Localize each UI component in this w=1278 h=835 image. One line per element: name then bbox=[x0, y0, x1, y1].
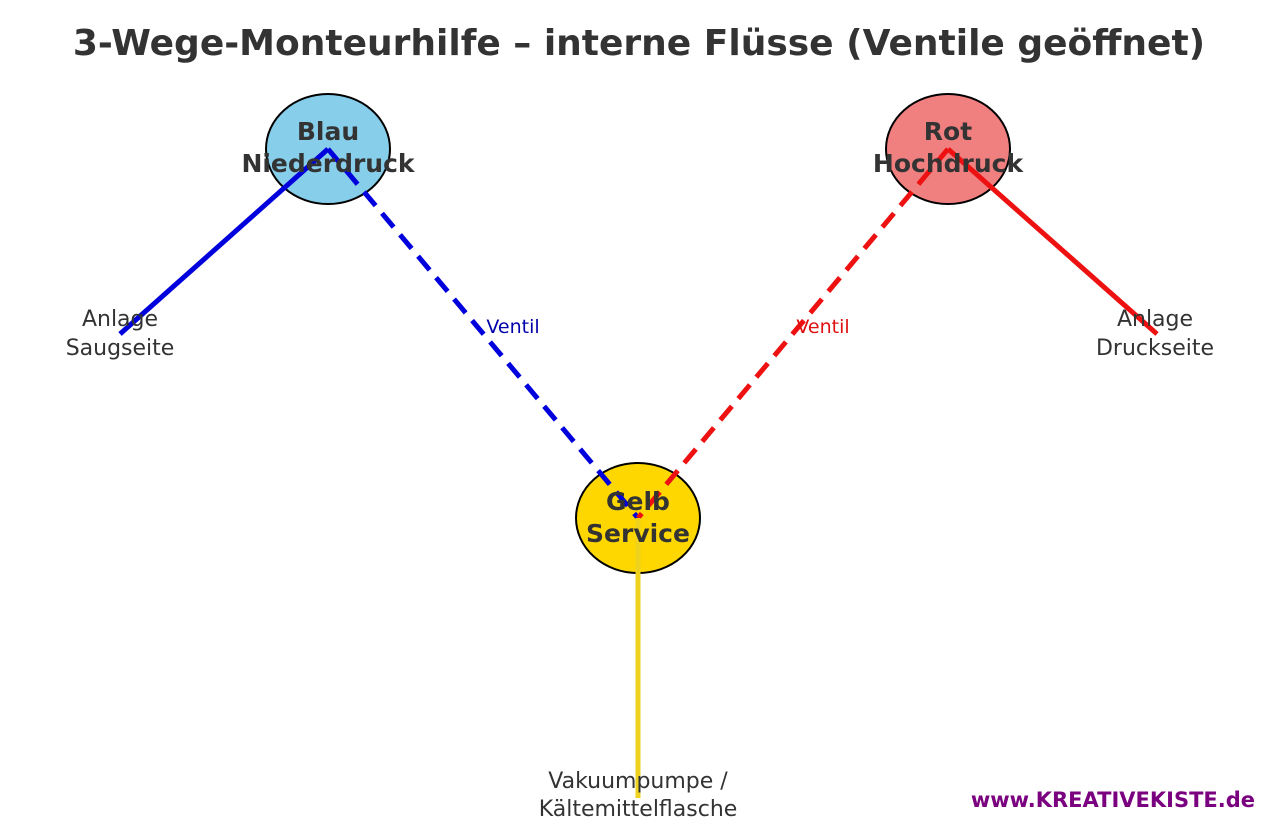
pressure-endpoint-label-2: Druckseite bbox=[1096, 336, 1214, 361]
service-endpoint-label-2: Kältemittelflasche bbox=[539, 797, 738, 822]
red-valve-label: Ventil bbox=[796, 316, 849, 338]
blue-node-label-2: Niederdruck bbox=[241, 149, 415, 178]
blue-valve-line bbox=[326, 147, 640, 520]
blue-node-label-1: Blau bbox=[297, 117, 359, 146]
pressure-endpoint-label-1: Anlage bbox=[1117, 307, 1193, 332]
red-node-label-2: Hochdruck bbox=[873, 149, 1025, 178]
yellow-node-label-2: Service bbox=[586, 519, 690, 548]
pressure-side-line bbox=[946, 147, 1159, 336]
page-title: 3-Wege-Monteurhilfe – interne Flüsse (Ve… bbox=[73, 23, 1205, 64]
brand-link[interactable]: www.KREATIVEKISTE.de bbox=[971, 788, 1255, 812]
suction-endpoint-label-1: Anlage bbox=[82, 307, 158, 332]
blue-valve-label: Ventil bbox=[486, 316, 539, 338]
service-endpoint-label-1: Vakuumpumpe / bbox=[548, 769, 728, 794]
suction-side-line bbox=[118, 147, 330, 336]
red-valve-line bbox=[636, 147, 950, 520]
suction-endpoint-label-2: Saugseite bbox=[66, 336, 175, 361]
red-node-label-1: Rot bbox=[924, 117, 972, 146]
yellow-node-label-1: Gelb bbox=[606, 487, 670, 516]
